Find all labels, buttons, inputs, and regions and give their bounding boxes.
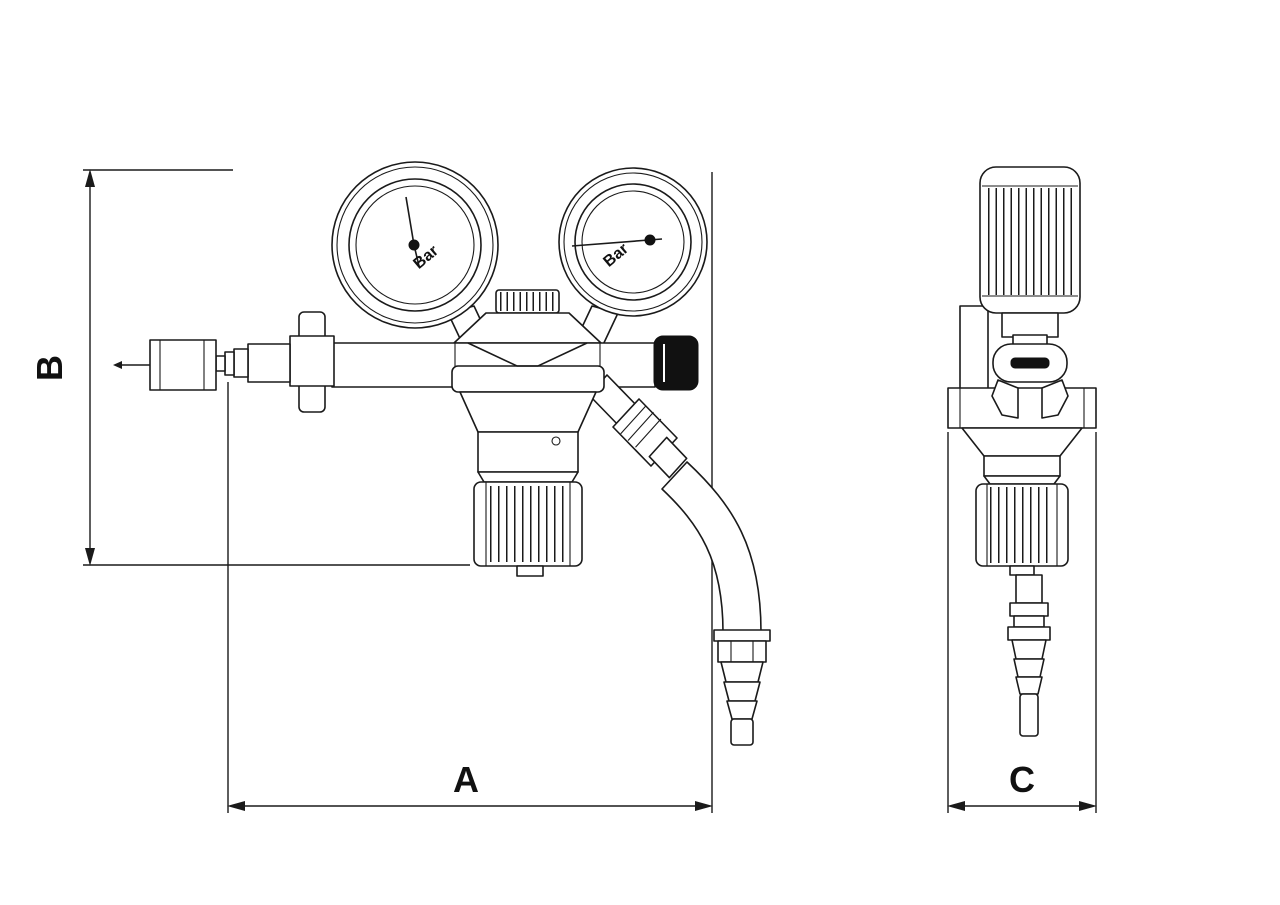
side-bell bbox=[961, 427, 1083, 576]
adjustment-knob bbox=[473, 481, 583, 567]
outlet-assembly bbox=[588, 374, 771, 746]
center-funnel bbox=[467, 342, 588, 367]
outlet-adapter bbox=[648, 436, 688, 479]
right-gauge: Bar bbox=[558, 167, 708, 317]
dimension-b: B bbox=[29, 169, 470, 566]
inlet-tube bbox=[247, 343, 291, 383]
wing-nut bbox=[289, 335, 335, 387]
side-view bbox=[947, 166, 1097, 737]
dimension-c: C bbox=[947, 432, 1097, 813]
inlet-assembly bbox=[113, 311, 335, 413]
dim-b-label: B bbox=[29, 355, 70, 381]
right-gauge-needle bbox=[571, 239, 650, 247]
side-back-plate bbox=[959, 305, 989, 391]
regulator-bell bbox=[459, 391, 597, 577]
side-gauge-cylinder bbox=[979, 166, 1081, 348]
diaphragm-flange bbox=[451, 365, 605, 393]
side-barb-fitting bbox=[1007, 574, 1051, 737]
side-valve-handle bbox=[991, 343, 1069, 419]
left-gauge: Bar bbox=[331, 161, 499, 329]
side-adjustment-knob bbox=[975, 483, 1069, 567]
valve-knob bbox=[653, 335, 699, 391]
inlet-cylinder bbox=[149, 339, 217, 391]
front-view: Bar Bar bbox=[113, 161, 771, 746]
hose-barb-fitting bbox=[713, 629, 771, 746]
dim-a-label: A bbox=[453, 759, 479, 800]
handle-slot bbox=[1010, 357, 1050, 369]
top-boss bbox=[453, 289, 602, 344]
dim-c-label: C bbox=[1009, 759, 1035, 800]
side-body bbox=[947, 387, 1097, 429]
dimension-a: A bbox=[227, 172, 713, 813]
left-gauge-needle bbox=[405, 196, 415, 246]
